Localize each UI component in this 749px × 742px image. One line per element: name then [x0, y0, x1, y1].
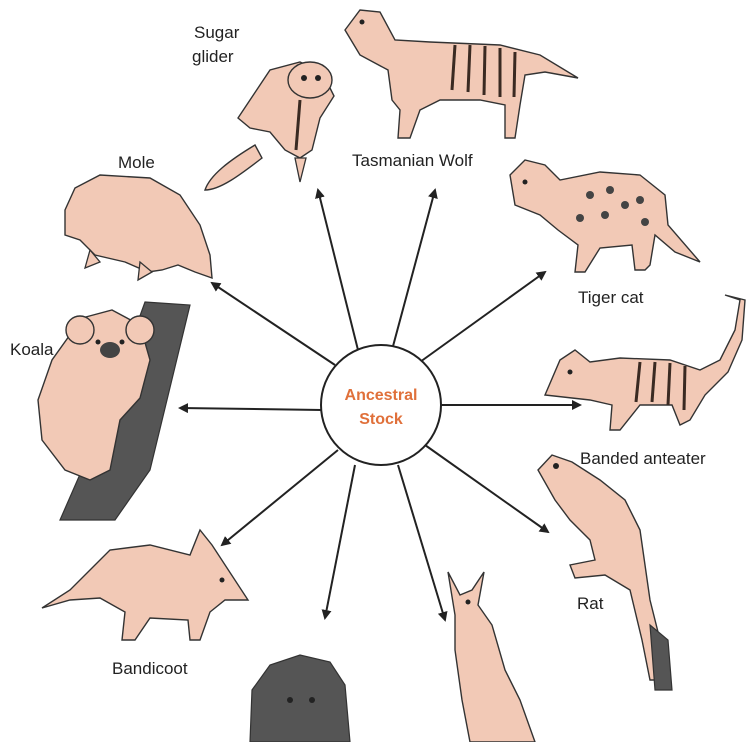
arrow-tiger-cat — [420, 272, 545, 362]
sugar-glider-illustration — [205, 62, 334, 190]
rat-illustration — [538, 455, 672, 690]
mole-label: Mole — [118, 153, 155, 172]
arrow-bandicoot — [222, 450, 338, 545]
tiger-cat-illustration — [510, 160, 700, 272]
koala-label: Koala — [10, 340, 54, 359]
banded-anteater-illustration — [545, 295, 745, 430]
arrow-wombat — [325, 465, 355, 618]
arrow-mole — [212, 283, 335, 365]
wombat-illustration — [250, 655, 350, 742]
banded-anteater-label: Banded anteater — [580, 449, 706, 468]
center-label-line2: Stock — [359, 411, 403, 428]
tasmanian-wolf-illustration — [345, 10, 578, 138]
center-label-line1: Ancestral — [345, 387, 418, 404]
tiger-cat-label: Tiger cat — [578, 288, 644, 307]
rat-label: Rat — [577, 594, 604, 613]
center-circle — [321, 345, 441, 465]
koala-illustration — [38, 302, 190, 520]
sugar-glider-label-line2: glider — [192, 47, 234, 66]
arrow-tasmanian-wolf — [392, 190, 435, 350]
arrow-koala — [180, 408, 322, 410]
arrow-rat — [425, 445, 548, 532]
ancestral-stock-node: Ancestral Stock — [321, 345, 441, 465]
arrow-kangaroo — [398, 465, 445, 620]
tasmanian-wolf-label: Tasmanian Wolf — [352, 151, 473, 170]
bandicoot-illustration — [42, 530, 248, 640]
mole-illustration — [65, 175, 212, 280]
sugar-glider-label-line1: Sugar — [194, 23, 240, 42]
arrow-sugar-glider — [318, 190, 358, 350]
bandicoot-label: Bandicoot — [112, 659, 188, 678]
kangaroo-illustration — [448, 572, 535, 742]
